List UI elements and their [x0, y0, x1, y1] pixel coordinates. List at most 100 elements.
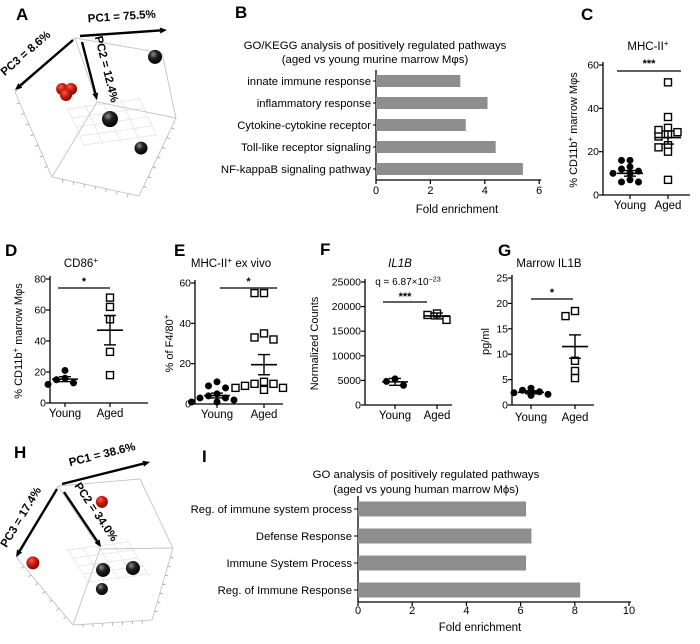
panel-i-letter: I	[202, 447, 207, 466]
svg-text:(aged vs young human marrow Mϕ: (aged vs young human marrow Mϕs)	[333, 484, 519, 496]
panel-e-letter: E	[174, 241, 186, 260]
data-point	[44, 380, 52, 388]
data-point	[442, 315, 451, 325]
panel-b-bar-chart: GO/KEGG analysis of positively regulated…	[221, 40, 542, 216]
red-sample-point	[95, 495, 108, 508]
svg-text:5: 5	[502, 374, 508, 386]
svg-text:5000: 5000	[338, 375, 362, 387]
data-point	[618, 156, 625, 164]
data-point	[663, 147, 673, 156]
svg-text:60: 60	[587, 60, 599, 72]
svg-text:Marrow IL1B: Marrow IL1B	[516, 258, 582, 270]
data-point	[626, 176, 634, 184]
data-point	[230, 396, 238, 404]
black-sample-point	[96, 562, 111, 577]
svg-text:0: 0	[502, 400, 508, 412]
bar	[358, 555, 527, 571]
data-point	[269, 335, 278, 344]
data-point	[626, 163, 634, 171]
group-aged	[654, 78, 682, 185]
data-point	[400, 381, 407, 389]
svg-text:MHC-II+ ex vivo: MHC-II+ ex vivo	[191, 256, 271, 270]
svg-text:% of F4/80+: % of F4/80+	[162, 314, 176, 372]
svg-text:0: 0	[593, 190, 599, 202]
svg-text:***: ***	[399, 291, 413, 303]
data-point	[213, 378, 221, 386]
bar	[358, 582, 581, 598]
svg-text:8: 8	[572, 605, 578, 617]
data-point	[269, 379, 278, 389]
svg-text:***: ***	[643, 58, 657, 70]
svg-text:% CD11b+ marrow Mφs: % CD11b+ marrow Mφs	[11, 283, 25, 399]
data-point	[105, 347, 115, 357]
data-point	[654, 143, 663, 152]
data-point	[618, 165, 625, 173]
bar	[376, 97, 488, 109]
svg-text:60: 60	[179, 278, 191, 290]
group-young	[188, 378, 238, 406]
panel-c-letter: C	[581, 5, 594, 24]
svg-text:20000: 20000	[332, 301, 361, 313]
panel-a-letter: A	[16, 5, 29, 24]
svg-text:CD86+: CD86+	[64, 256, 98, 270]
svg-text:40: 40	[587, 103, 599, 115]
group-aged	[561, 306, 588, 383]
svg-text:pg/ml: pg/ml	[480, 328, 492, 355]
svg-text:60: 60	[34, 305, 46, 317]
data-point	[635, 178, 642, 186]
svg-text:innate immune response: innate immune response	[247, 76, 371, 88]
svg-text:Cytokine-cytokine receptor: Cytokine-cytokine receptor	[237, 120, 371, 132]
svg-text:0: 0	[355, 400, 361, 412]
svg-text:4: 4	[463, 605, 469, 617]
svg-text:15000: 15000	[332, 326, 361, 338]
svg-text:20: 20	[179, 358, 191, 370]
data-point	[250, 288, 259, 298]
bar	[376, 141, 496, 153]
group-young	[44, 366, 78, 388]
svg-text:PC1 = 38.6%: PC1 = 38.6%	[68, 441, 137, 469]
black-sample-point	[125, 561, 140, 576]
data-point	[663, 78, 673, 87]
data-point	[250, 333, 259, 342]
svg-text:Aged: Aged	[562, 412, 589, 424]
svg-text:4: 4	[482, 185, 488, 197]
black-sample-point	[148, 49, 163, 64]
svg-text:Young: Young	[515, 412, 547, 424]
red-sample-point	[26, 556, 40, 570]
panel-h-letter: H	[14, 443, 27, 462]
data-point	[663, 112, 673, 122]
svg-text:40: 40	[34, 336, 46, 348]
data-point	[673, 127, 682, 137]
svg-text:10: 10	[496, 349, 508, 361]
data-point	[544, 390, 552, 398]
bar	[358, 501, 527, 517]
svg-text:0: 0	[40, 398, 46, 410]
svg-text:Immune System Process: Immune System Process	[226, 558, 352, 570]
svg-text:2: 2	[427, 185, 433, 197]
panel-a-pca-plot: PC1 = 75.5%PC3 = 8.6%PC2 = 12.4%	[0, 9, 177, 197]
svg-text:20: 20	[496, 298, 508, 310]
panel-i-bar-chart: GO analysis of positively regulated path…	[191, 469, 635, 634]
svg-text:Aged: Aged	[424, 410, 451, 422]
svg-text:20: 20	[34, 367, 46, 379]
svg-text:inflammatory response: inflammatory response	[257, 98, 371, 110]
data-point	[231, 383, 240, 393]
svg-text:IL1B: IL1B	[388, 258, 412, 270]
data-point	[61, 366, 69, 374]
data-point	[259, 385, 269, 395]
svg-text:2: 2	[409, 605, 415, 617]
data-point	[240, 381, 250, 391]
data-point	[510, 389, 518, 397]
black-sample-point	[95, 583, 108, 596]
panel-b-letter: B	[235, 3, 248, 22]
data-point	[196, 394, 204, 402]
svg-text:PC3 = 17.4%: PC3 = 17.4%	[0, 485, 44, 550]
data-point	[105, 370, 115, 380]
svg-text:*: *	[550, 287, 555, 299]
svg-text:GO analysis of positively regu: GO analysis of positively regulated path…	[313, 469, 540, 481]
data-point	[222, 384, 229, 392]
